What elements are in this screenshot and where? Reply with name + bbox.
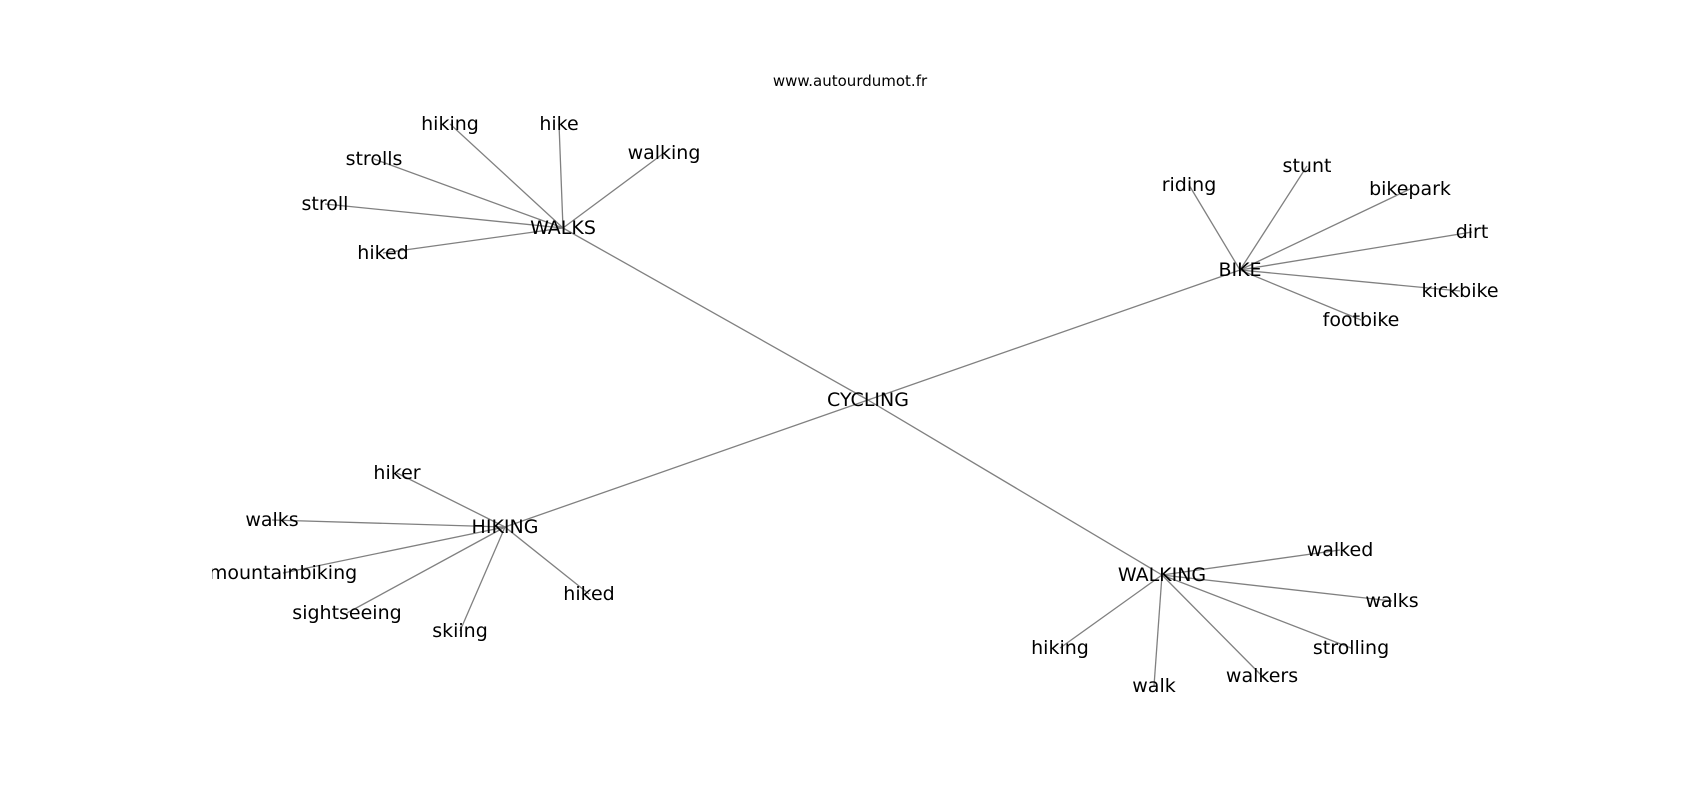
- edge-hiking-leaf: [459, 526, 506, 632]
- leaf-node-bike[interactable]: dirt: [1456, 221, 1489, 243]
- graph-viewport: CYCLING WALKS hiking hike walking strolls stro…: [212, 0, 1512, 800]
- edge-hiking-leaf: [271, 519, 506, 528]
- edge-walking-leaf: [1161, 574, 1352, 649]
- edge-walking-leaf: [1161, 574, 1263, 677]
- leaf-node-walking[interactable]: walked: [1307, 539, 1374, 561]
- leaf-node-walking[interactable]: strolling: [1313, 637, 1389, 659]
- hub-node-bike[interactable]: BIKE: [1218, 259, 1261, 281]
- edge-hiking-leaf: [346, 526, 506, 614]
- edge-bike-leaf: [1239, 269, 1362, 321]
- edge-walking-leaf: [1161, 574, 1393, 602]
- source-url: www.autourdumot.fr: [772, 72, 928, 90]
- edge-walks-leaf: [324, 203, 564, 229]
- graph-svg: CYCLING WALKS hiking hike walking strolls stro…: [212, 113, 1499, 697]
- leaf-node-hiking[interactable]: hiker: [373, 462, 420, 484]
- edge-walking-leaf: [1059, 574, 1163, 649]
- leaf-node-bike[interactable]: kickbike: [1421, 280, 1498, 302]
- leaf-node-bike[interactable]: stunt: [1283, 155, 1332, 177]
- center-node[interactable]: CYCLING: [827, 389, 909, 411]
- leaf-node-bike[interactable]: bikepark: [1369, 178, 1451, 200]
- edge-hiking-leaf: [282, 526, 506, 574]
- edge-bike-leaf: [1239, 165, 1308, 271]
- edge-bike-leaf: [1239, 269, 1461, 292]
- edge-walks-leaf: [562, 152, 665, 229]
- edge-bike-leaf: [1188, 184, 1241, 271]
- edge-bike-leaf: [1239, 188, 1411, 271]
- leaf-node-hiking[interactable]: mountainbiking: [212, 562, 357, 584]
- hub-node-hiking[interactable]: HIKING: [472, 516, 539, 538]
- edge-center-walks: [562, 227, 869, 401]
- leaf-node-walks[interactable]: stroll: [302, 193, 349, 215]
- edge-hiking-leaf: [504, 526, 590, 595]
- leaf-node-hiking[interactable]: skiing: [432, 620, 488, 642]
- edge-center-walking: [867, 399, 1163, 576]
- leaf-node-bike[interactable]: riding: [1162, 174, 1217, 196]
- leaf-node-walking[interactable]: hiking: [1031, 637, 1089, 659]
- leaf-node-walks[interactable]: hike: [539, 113, 578, 135]
- leaf-node-bike[interactable]: footbike: [1323, 309, 1400, 331]
- leaf-node-walks[interactable]: strolls: [346, 148, 403, 170]
- edge-walking-leaf: [1161, 549, 1341, 576]
- leaf-node-hiking[interactable]: hiked: [563, 583, 614, 605]
- leaf-node-walking[interactable]: walks: [1365, 590, 1418, 612]
- hub-node-walks[interactable]: WALKS: [530, 217, 596, 239]
- edge-bike-leaf: [1239, 231, 1473, 271]
- edge-center-bike: [867, 269, 1241, 401]
- hub-node-walking[interactable]: WALKING: [1118, 564, 1206, 586]
- leaf-node-walks[interactable]: hiked: [357, 242, 408, 264]
- leaf-node-hiking[interactable]: walks: [245, 509, 298, 531]
- edge-walks-leaf: [373, 158, 564, 229]
- edge-walks-leaf: [558, 123, 564, 229]
- leaf-node-hiking[interactable]: sightseeing: [292, 602, 401, 624]
- edge-walks-leaf: [382, 227, 564, 254]
- edge-walking-leaf: [1153, 574, 1163, 687]
- edge-walks-leaf: [449, 123, 564, 229]
- leaf-node-walking[interactable]: walkers: [1226, 665, 1298, 687]
- edge-hiking-leaf: [396, 472, 506, 528]
- leaf-node-walks[interactable]: hiking: [421, 113, 479, 135]
- edge-center-hiking: [504, 399, 869, 528]
- leaf-node-walks[interactable]: walking: [628, 142, 701, 164]
- leaf-node-walking[interactable]: walk: [1132, 675, 1175, 697]
